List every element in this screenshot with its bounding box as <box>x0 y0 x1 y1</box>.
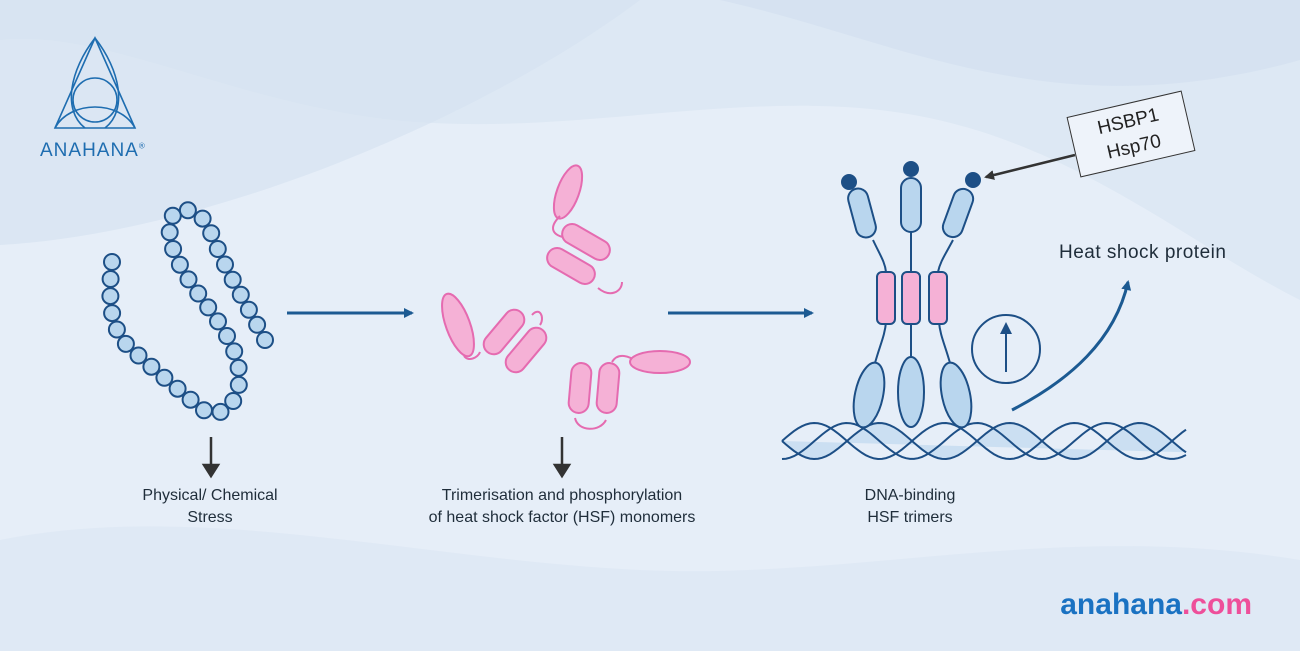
protein-bead <box>224 392 243 410</box>
step-down-arrows <box>201 437 572 479</box>
caption-line: Physical/ Chemical <box>142 487 278 504</box>
protein-bead <box>225 342 244 361</box>
protein-bead <box>239 300 258 319</box>
protein-bead <box>179 270 198 289</box>
protein-bead <box>211 402 230 421</box>
protein-bead <box>208 240 227 258</box>
protein-bead <box>195 401 213 420</box>
protein-bead <box>199 298 218 317</box>
protein-bead <box>129 346 148 365</box>
protein-bead <box>218 327 236 345</box>
heat-shock-protein-arrow <box>1011 280 1132 412</box>
caption-line: DNA-binding <box>864 487 956 504</box>
step-caption-trimerisation: Trimerisation and phosphorylation of hea… <box>402 485 722 529</box>
anahana-logo-icon <box>53 36 137 129</box>
protein-bead <box>229 358 248 377</box>
dna-helix <box>781 421 1187 461</box>
protein-bead <box>103 253 121 271</box>
caption-line: Stress <box>187 509 233 526</box>
protein-bead <box>223 270 242 289</box>
protein-bead <box>229 375 248 394</box>
protein-bead <box>168 379 187 398</box>
step-caption-dna-binding: DNA-binding HSF trimers <box>830 485 990 529</box>
protein-bead <box>116 334 135 353</box>
protein-bead <box>107 320 126 339</box>
protein-bead <box>231 285 250 304</box>
heat-shock-protein-label: Heat shock protein <box>1059 242 1227 263</box>
protein-bead <box>189 284 208 303</box>
unfolded-protein-chain <box>101 201 274 421</box>
protein-bead <box>142 357 161 376</box>
hsf-monomer <box>567 350 691 430</box>
protein-bead <box>163 206 182 225</box>
hsf-monomer <box>546 164 623 295</box>
protein-bead <box>181 390 200 409</box>
protein-bead <box>164 240 183 258</box>
protein-bead <box>193 209 212 228</box>
hsf-monomers <box>441 164 691 430</box>
footer-website: anahana.com <box>1060 588 1252 621</box>
protein-bead <box>256 331 274 349</box>
up-arrow-circle-icon <box>971 314 1041 384</box>
protein-bead <box>160 223 179 242</box>
hsf-monomer <box>441 292 548 374</box>
protein-bead <box>248 315 267 334</box>
inhibitor-arrow <box>984 153 1076 180</box>
protein-bead <box>101 287 120 306</box>
protein-bead <box>103 304 122 323</box>
hsf-trimer <box>841 161 981 429</box>
step-caption-stress: Physical/ Chemical Stress <box>100 485 320 529</box>
protein-bead <box>216 255 234 274</box>
caption-line: of heat shock factor (HSF) monomers <box>428 509 696 526</box>
protein-bead <box>178 201 197 220</box>
protein-bead <box>155 368 174 387</box>
caption-line: HSF trimers <box>867 509 953 526</box>
protein-bead <box>202 224 221 243</box>
caption-line: Trimerisation and phosphorylation <box>441 487 683 504</box>
brand-name: ANAHANA® <box>40 140 146 161</box>
protein-bead <box>170 255 189 274</box>
protein-bead <box>101 270 120 288</box>
protein-bead <box>209 312 227 331</box>
